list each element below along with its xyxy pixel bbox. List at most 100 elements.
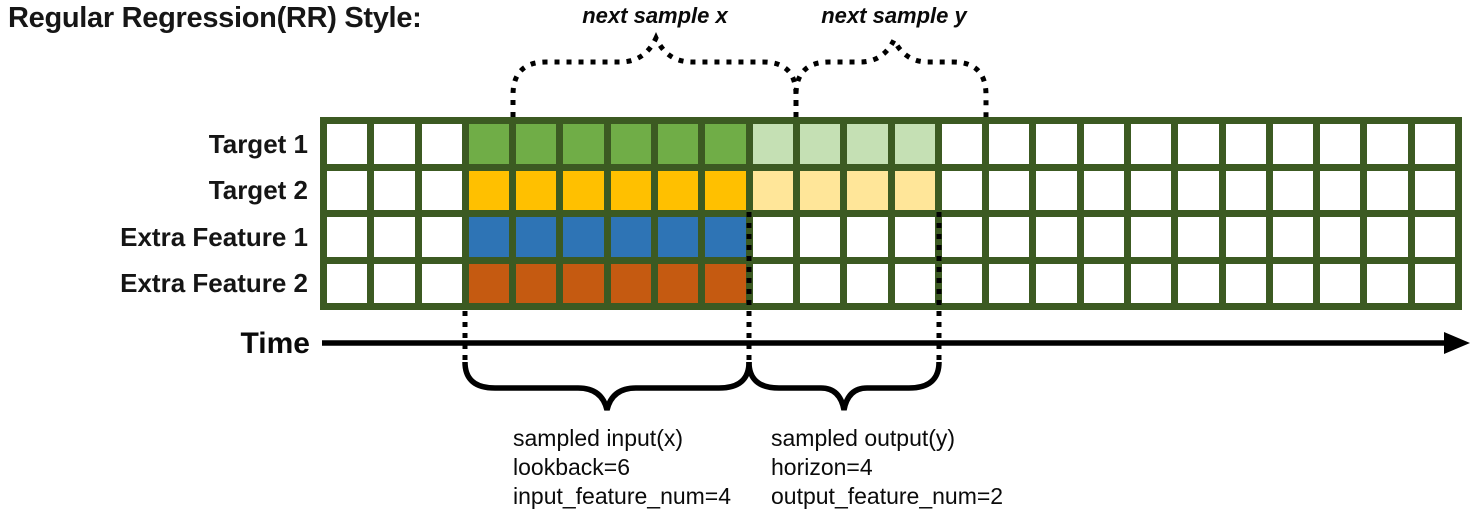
grid-cell bbox=[1367, 170, 1408, 210]
grid-cell bbox=[799, 124, 841, 164]
grid-cell bbox=[941, 263, 983, 303]
sampled-input-callout: sampled input(x) lookback=6 input_featur… bbox=[513, 424, 731, 511]
grid-cell bbox=[327, 124, 368, 164]
grid-cell bbox=[941, 217, 983, 257]
grid-cell bbox=[468, 217, 510, 257]
grid-cell bbox=[1367, 263, 1408, 303]
lookback-value: lookback=6 bbox=[513, 454, 630, 480]
grid-cell bbox=[1320, 124, 1361, 164]
grid-cell bbox=[1083, 124, 1124, 164]
grid-cell bbox=[1225, 217, 1266, 257]
grid-cell bbox=[941, 124, 983, 164]
grid-cell bbox=[847, 263, 888, 303]
time-axis-arrowhead bbox=[1444, 332, 1470, 354]
grid-cell bbox=[1083, 217, 1124, 257]
grid-cell bbox=[847, 124, 888, 164]
row-label-extra2: Extra Feature 2 bbox=[120, 268, 308, 298]
grid-cell bbox=[1036, 263, 1077, 303]
grid-cell bbox=[1272, 263, 1314, 303]
grid-cell bbox=[468, 170, 510, 210]
sampled-output-brace bbox=[746, 361, 942, 411]
horizon-value: horizon=4 bbox=[771, 454, 873, 480]
grid-cell bbox=[1036, 124, 1077, 164]
grid-cell bbox=[610, 217, 652, 257]
grid-cell bbox=[610, 170, 652, 210]
grid-cell bbox=[658, 124, 699, 164]
grid-cell bbox=[374, 124, 415, 164]
grid-cell bbox=[563, 263, 604, 303]
output-feature-num-value: output_feature_num=2 bbox=[771, 483, 1004, 509]
grid-cell bbox=[752, 263, 793, 303]
grid-cell bbox=[610, 124, 652, 164]
grid-cell bbox=[1083, 263, 1124, 303]
grid-cell bbox=[1225, 124, 1266, 164]
timeseries-grid bbox=[320, 117, 1462, 310]
grid-cell bbox=[1130, 170, 1172, 210]
grid-cell bbox=[658, 170, 699, 210]
row-label-target2: Target 2 bbox=[208, 175, 308, 205]
diagram-title: Regular Regression(RR) Style: bbox=[8, 2, 422, 34]
grid-cell bbox=[847, 170, 888, 210]
grid-cell bbox=[421, 170, 462, 210]
grid-cell bbox=[1320, 263, 1361, 303]
grid-cell bbox=[705, 217, 746, 257]
grid-cell bbox=[1272, 124, 1314, 164]
grid-cell bbox=[658, 217, 699, 257]
grid-cell bbox=[374, 217, 415, 257]
sampled-output-callout: sampled output(y) horizon=4 output_featu… bbox=[771, 424, 1003, 511]
next-sample-x-label: next sample x bbox=[582, 3, 728, 28]
grid-cell bbox=[894, 170, 935, 210]
grid-cell bbox=[374, 170, 415, 210]
grid-cell bbox=[327, 217, 368, 257]
time-axis-label: Time bbox=[240, 327, 310, 360]
grid-cell bbox=[516, 170, 557, 210]
grid-cell bbox=[468, 124, 510, 164]
input-feature-num-value: input_feature_num=4 bbox=[513, 483, 732, 509]
grid-cell bbox=[1414, 263, 1455, 303]
grid-cell bbox=[1414, 217, 1455, 257]
grid-cell bbox=[1320, 170, 1361, 210]
grid-cell bbox=[1083, 170, 1124, 210]
sampled-input-brace bbox=[462, 361, 752, 411]
grid-cell bbox=[1225, 170, 1266, 210]
grid-cell bbox=[1272, 217, 1314, 257]
grid-cell bbox=[1414, 170, 1455, 210]
grid-cell bbox=[1178, 170, 1219, 210]
grid-cell bbox=[421, 263, 462, 303]
grid-cell bbox=[989, 263, 1030, 303]
grid-cell bbox=[516, 263, 557, 303]
row-label-extra1: Extra Feature 1 bbox=[120, 222, 308, 252]
grid-cell bbox=[516, 217, 557, 257]
grid-cell bbox=[1367, 124, 1408, 164]
next-sample-y-brace bbox=[793, 34, 989, 117]
grid-cell bbox=[799, 217, 841, 257]
grid-cell bbox=[1414, 124, 1455, 164]
grid-cell bbox=[799, 263, 841, 303]
grid-cell bbox=[563, 124, 604, 164]
grid-cell bbox=[894, 263, 935, 303]
grid-cell bbox=[1036, 170, 1077, 210]
grid-cell bbox=[847, 217, 888, 257]
grid-cell bbox=[1178, 124, 1219, 164]
grid-cell bbox=[799, 170, 841, 210]
grid-cell bbox=[752, 124, 793, 164]
grid-cell bbox=[752, 217, 793, 257]
grid-cell bbox=[989, 124, 1030, 164]
grid-cell bbox=[894, 124, 935, 164]
sampled-output-title: sampled output(y) bbox=[771, 425, 956, 451]
grid-cell bbox=[610, 263, 652, 303]
grid-cell bbox=[563, 170, 604, 210]
grid-cell bbox=[705, 170, 746, 210]
grid-cell bbox=[658, 263, 699, 303]
grid-cell bbox=[941, 170, 983, 210]
row-label-target1: Target 1 bbox=[208, 129, 308, 159]
sampled-input-title: sampled input(x) bbox=[513, 425, 684, 451]
grid-cell bbox=[516, 124, 557, 164]
grid-cell bbox=[327, 170, 368, 210]
grid-cell bbox=[1130, 217, 1172, 257]
next-sample-x-brace bbox=[510, 32, 799, 117]
grid-cell bbox=[421, 217, 462, 257]
grid-cell bbox=[1178, 217, 1219, 257]
grid-cell bbox=[705, 124, 746, 164]
